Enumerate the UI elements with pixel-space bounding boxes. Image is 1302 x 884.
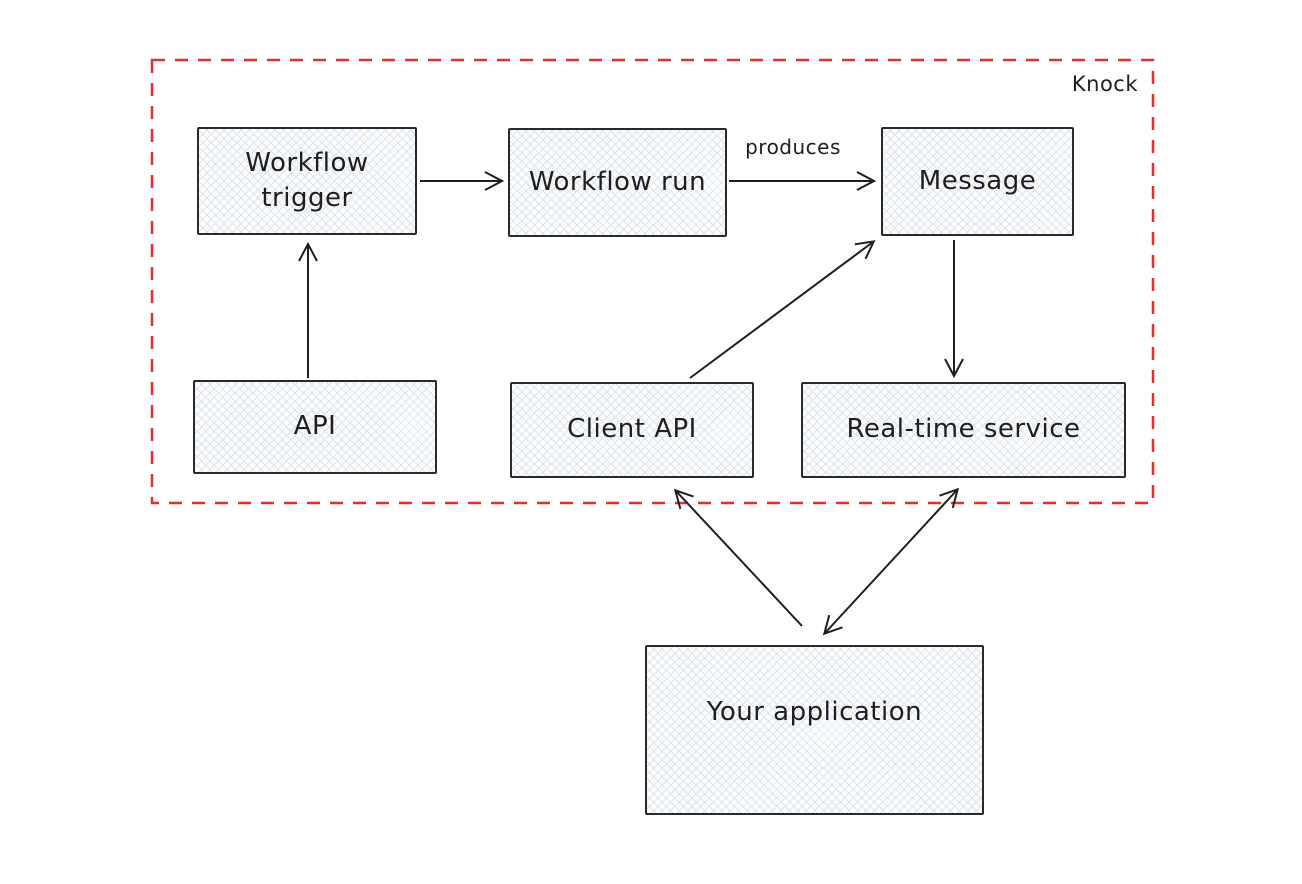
node-api-label: API — [293, 411, 337, 442]
node-workflow-trigger: Workflow trigger — [197, 127, 417, 235]
node-api: API — [193, 380, 437, 474]
node-workflow-run: Workflow run — [508, 128, 727, 237]
knock-group-label: Knock — [1071, 72, 1138, 96]
arrow-your-application-to-realtime-service — [825, 490, 957, 633]
edge-label-produces: produces — [745, 135, 841, 159]
node-workflow-run-label: Workflow run — [528, 166, 707, 197]
node-client-api: Client API — [510, 382, 754, 478]
node-realtime-service: Real-time service — [801, 382, 1126, 478]
node-message: Message — [881, 127, 1074, 236]
arrow-client-api-to-message — [689, 242, 873, 379]
node-client-api-label: Client API — [567, 414, 697, 445]
node-your-application: Your application — [645, 645, 984, 815]
node-message-label: Message — [918, 165, 1037, 196]
arrow-your-application-to-client-api — [676, 491, 803, 627]
node-workflow-trigger-label: Workflow trigger — [245, 147, 369, 213]
node-your-application-label: Your application — [706, 697, 923, 728]
knock-group-boundary — [150, 58, 1155, 505]
node-realtime-service-label: Real-time service — [846, 414, 1081, 445]
